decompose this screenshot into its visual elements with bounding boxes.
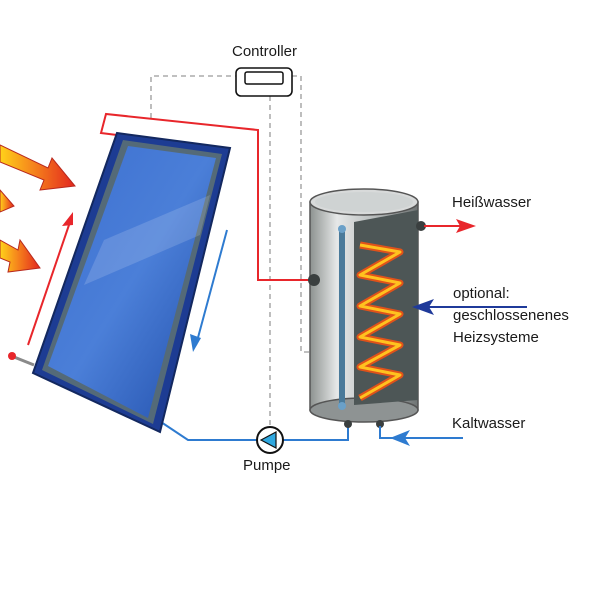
hot-water-arrow [424,219,476,233]
cold-water-arrow [379,426,463,446]
heating-system-arrow [412,299,527,315]
heating-coil [356,241,404,402]
closed-system-label: geschlossenenes [453,307,569,324]
solar-collector-panel [31,131,232,434]
pump-label: Pumpe [243,457,291,474]
storage-tank [308,188,426,428]
cold-return-pipe [157,419,257,441]
controller-label: Controller [232,43,298,60]
controller-box [235,67,293,97]
optional-label: optional: [453,285,510,302]
sun-ray-arrows [0,144,76,273]
panel-inlet-valve [8,352,35,367]
upward-flow-arrow [27,212,73,346]
cold-water-label: Kaltwasser [452,415,526,432]
hot-water-label: Heißwasser [452,194,532,211]
pump-icon [256,426,284,454]
pump-to-tank-pipe [283,425,349,441]
hot-flow-pipe [99,112,312,281]
downward-flow-arrow [190,229,228,352]
heating-systems-label: Heizsysteme [453,329,539,346]
control-wires [150,75,322,425]
